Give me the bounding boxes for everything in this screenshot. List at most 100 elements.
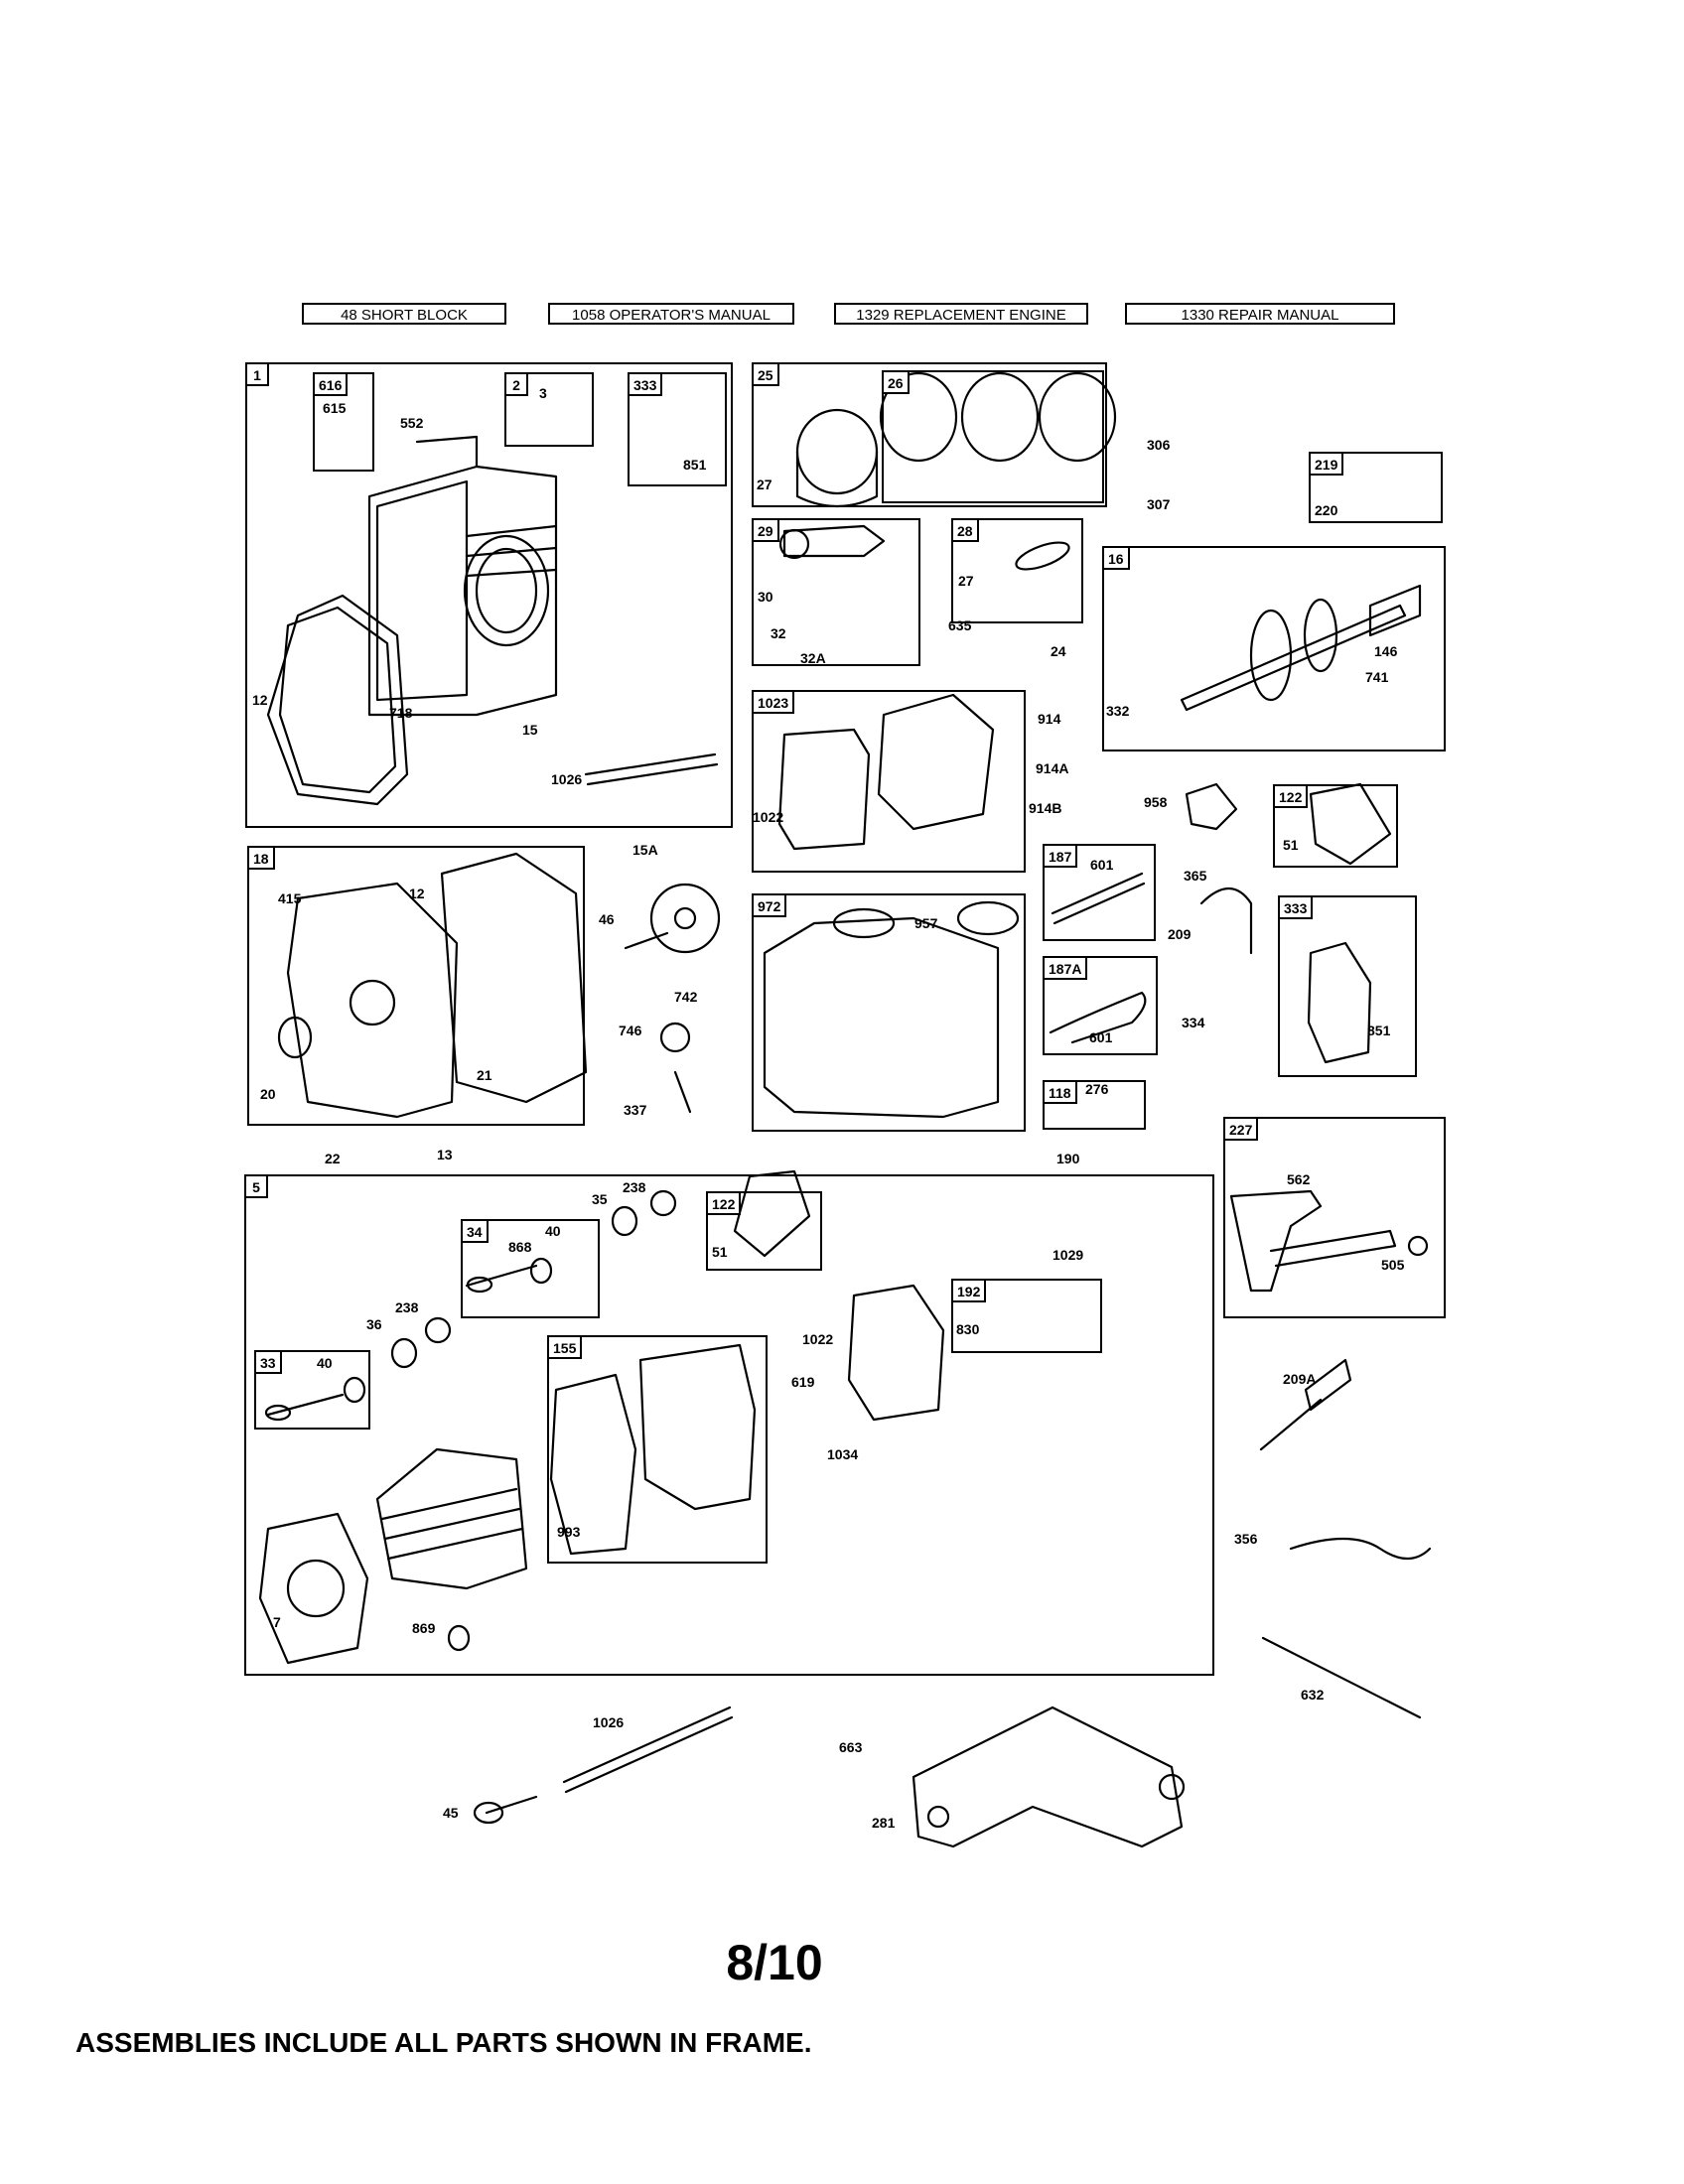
piston-drawing xyxy=(795,371,1117,508)
cam-gear-drawing xyxy=(624,883,721,1114)
part-label: 190 xyxy=(1056,1151,1080,1166)
part-label: 21 xyxy=(477,1067,492,1083)
frame-187a: 187A xyxy=(1043,956,1158,1055)
part-label: 1029 xyxy=(1052,1247,1084,1263)
fuel-tank-drawing xyxy=(763,900,1020,1119)
frame-34: 34 xyxy=(461,1219,600,1318)
valves-drawing xyxy=(264,1189,677,1422)
part-label: 334 xyxy=(1182,1015,1205,1030)
part-label: 30 xyxy=(758,589,773,605)
page-number: 8/10 xyxy=(726,1935,823,1990)
part-label: 914 xyxy=(1038,711,1061,727)
part-label: 1022 xyxy=(802,1331,834,1347)
frame-1023: 1023 xyxy=(752,690,1026,873)
part-label: 741 xyxy=(1365,669,1389,685)
part-label: 32A xyxy=(800,650,826,666)
part-label: 365 xyxy=(1184,868,1207,884)
frame-29: 29 xyxy=(752,518,920,666)
part-label: 15 xyxy=(522,722,538,738)
part-label: 146 xyxy=(1374,643,1398,659)
crankshaft-drawing xyxy=(1180,584,1422,712)
part-label: 32 xyxy=(771,625,786,641)
part-label: 615 xyxy=(323,400,347,416)
part-label: 13 xyxy=(437,1147,453,1162)
header-box-replacement-engine: 1329 REPLACEMENT ENGINE xyxy=(834,303,1088,325)
frame-26: 26 xyxy=(882,370,1104,503)
part-label: 306 xyxy=(1147,437,1171,453)
part-label: 220 xyxy=(1315,502,1338,518)
part-label: 868 xyxy=(508,1239,532,1255)
part-label: 332 xyxy=(1106,703,1130,719)
part-label: 307 xyxy=(1147,496,1171,512)
part-label: 356 xyxy=(1234,1531,1258,1547)
part-label: 830 xyxy=(956,1321,980,1337)
part-label: 1026 xyxy=(551,771,583,787)
frame-1: 1 xyxy=(245,362,733,828)
control-bracket-drawing xyxy=(912,1706,1186,1848)
part-label: 718 xyxy=(389,705,413,721)
part-label: 35 xyxy=(592,1191,608,1207)
part-label: 209 xyxy=(1168,926,1192,942)
header-box-repair-manual: 1330 REPAIR MANUAL xyxy=(1125,303,1395,325)
part-label: 40 xyxy=(317,1355,333,1371)
part-label: 1026 xyxy=(593,1714,625,1730)
part-label: 238 xyxy=(623,1179,646,1195)
part-label: 15A xyxy=(632,842,658,858)
misc-parts-drawing xyxy=(1049,782,1432,1719)
part-label: 51 xyxy=(1283,837,1299,853)
part-label: 601 xyxy=(1089,1029,1113,1045)
frame-333-top: 333 xyxy=(628,372,727,486)
frame-122-head: 122 xyxy=(706,1191,822,1271)
footer-note: ASSEMBLIES INCLUDE ALL PARTS SHOWN IN FR… xyxy=(75,2027,812,2058)
part-label: 24 xyxy=(1051,643,1066,659)
part-label: 40 xyxy=(545,1223,561,1239)
part-label: 12 xyxy=(409,886,425,901)
gaskets-drawing xyxy=(549,1169,945,1556)
part-label: 20 xyxy=(260,1086,276,1102)
frame-16: 16 xyxy=(1102,546,1446,751)
frame-118: 118 xyxy=(1043,1080,1146,1130)
part-label: 869 xyxy=(412,1620,436,1636)
header-box-operators-manual: 1058 OPERATOR'S MANUAL xyxy=(548,303,794,325)
part-label: 27 xyxy=(757,477,772,492)
frame-2: 2 xyxy=(504,372,594,447)
part-label: 663 xyxy=(839,1739,863,1755)
part-label: 552 xyxy=(400,415,424,431)
frame-333-right: 333 xyxy=(1278,895,1417,1077)
part-label: 12 xyxy=(252,692,268,708)
engine-block-drawing xyxy=(266,435,719,806)
governor-lever-drawing xyxy=(1229,1189,1429,1293)
part-label: 1034 xyxy=(827,1446,859,1462)
part-label: 958 xyxy=(1144,794,1168,810)
frame-122-top: 122 xyxy=(1273,784,1398,868)
part-label: 276 xyxy=(1085,1081,1109,1097)
part-label: 957 xyxy=(914,915,938,931)
part-label: 22 xyxy=(325,1151,341,1166)
part-label: 914B xyxy=(1029,800,1062,816)
crankcase-cover-drawing xyxy=(277,852,588,1119)
part-label: 851 xyxy=(683,457,707,473)
frame-192: 192 xyxy=(951,1279,1102,1353)
part-label: 993 xyxy=(557,1524,581,1540)
part-label: 914A xyxy=(1036,760,1069,776)
part-label: 45 xyxy=(443,1805,459,1821)
frame-18: 18 xyxy=(247,846,585,1126)
part-label: 337 xyxy=(624,1102,647,1118)
connecting-rod-drawing xyxy=(778,524,1070,571)
header-box-short-block: 48 SHORT BLOCK xyxy=(302,303,506,325)
part-label: 36 xyxy=(366,1316,382,1332)
frame-227: 227 xyxy=(1223,1117,1446,1318)
frame-155: 155 xyxy=(547,1335,768,1564)
frame-25: 25 xyxy=(752,362,1107,507)
frame-187: 187 xyxy=(1043,844,1156,941)
part-label: 746 xyxy=(619,1023,642,1038)
frame-219: 219 xyxy=(1309,452,1443,523)
part-label: 619 xyxy=(791,1374,815,1390)
part-label: 27 xyxy=(958,573,974,589)
valve-cover-drawing xyxy=(777,693,995,851)
pushrods-drawing xyxy=(473,1706,734,1825)
part-label: 209A xyxy=(1283,1371,1317,1387)
part-label: 851 xyxy=(1367,1023,1391,1038)
